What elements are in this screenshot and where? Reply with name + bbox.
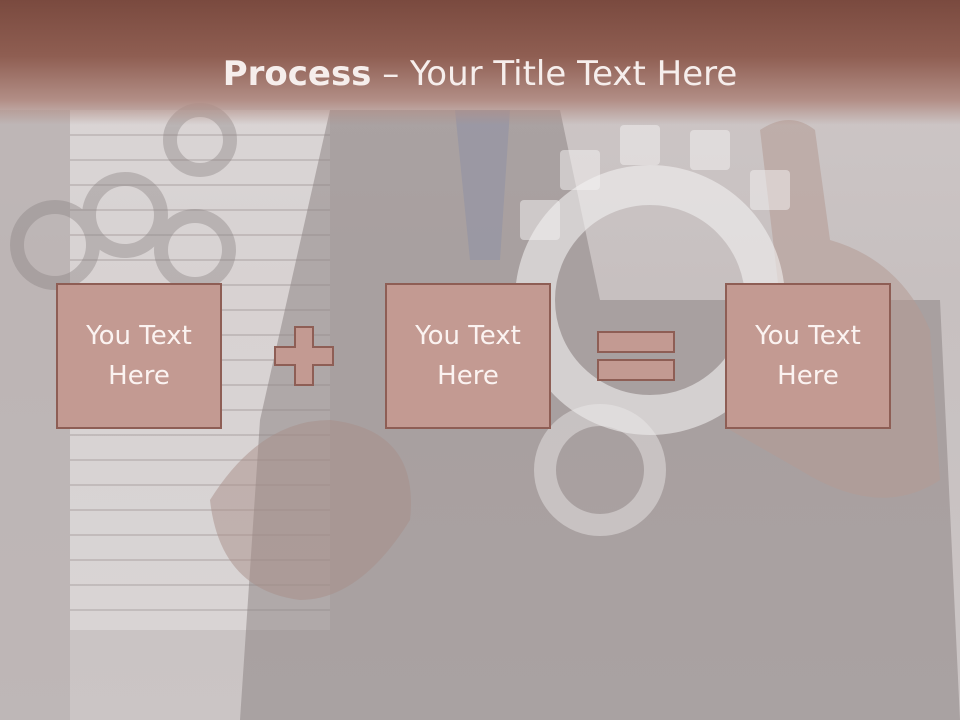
equals-icon [596,330,678,384]
process-box-2[interactable]: You Text Here [385,283,551,429]
process-box-2-label: You Text Here [415,321,521,391]
process-box-3[interactable]: You Text Here [725,283,891,429]
title-bold: Process [222,54,372,94]
title-rest: – Your Title Text Here [371,54,738,94]
plus-icon [273,325,335,387]
title-band [0,0,960,125]
process-box-1-label: You Text Here [86,321,192,391]
process-box-1[interactable]: You Text Here [56,283,222,429]
process-box-3-label: You Text Here [755,321,861,391]
slide-title: Process – Your Title Text Here [0,50,960,98]
